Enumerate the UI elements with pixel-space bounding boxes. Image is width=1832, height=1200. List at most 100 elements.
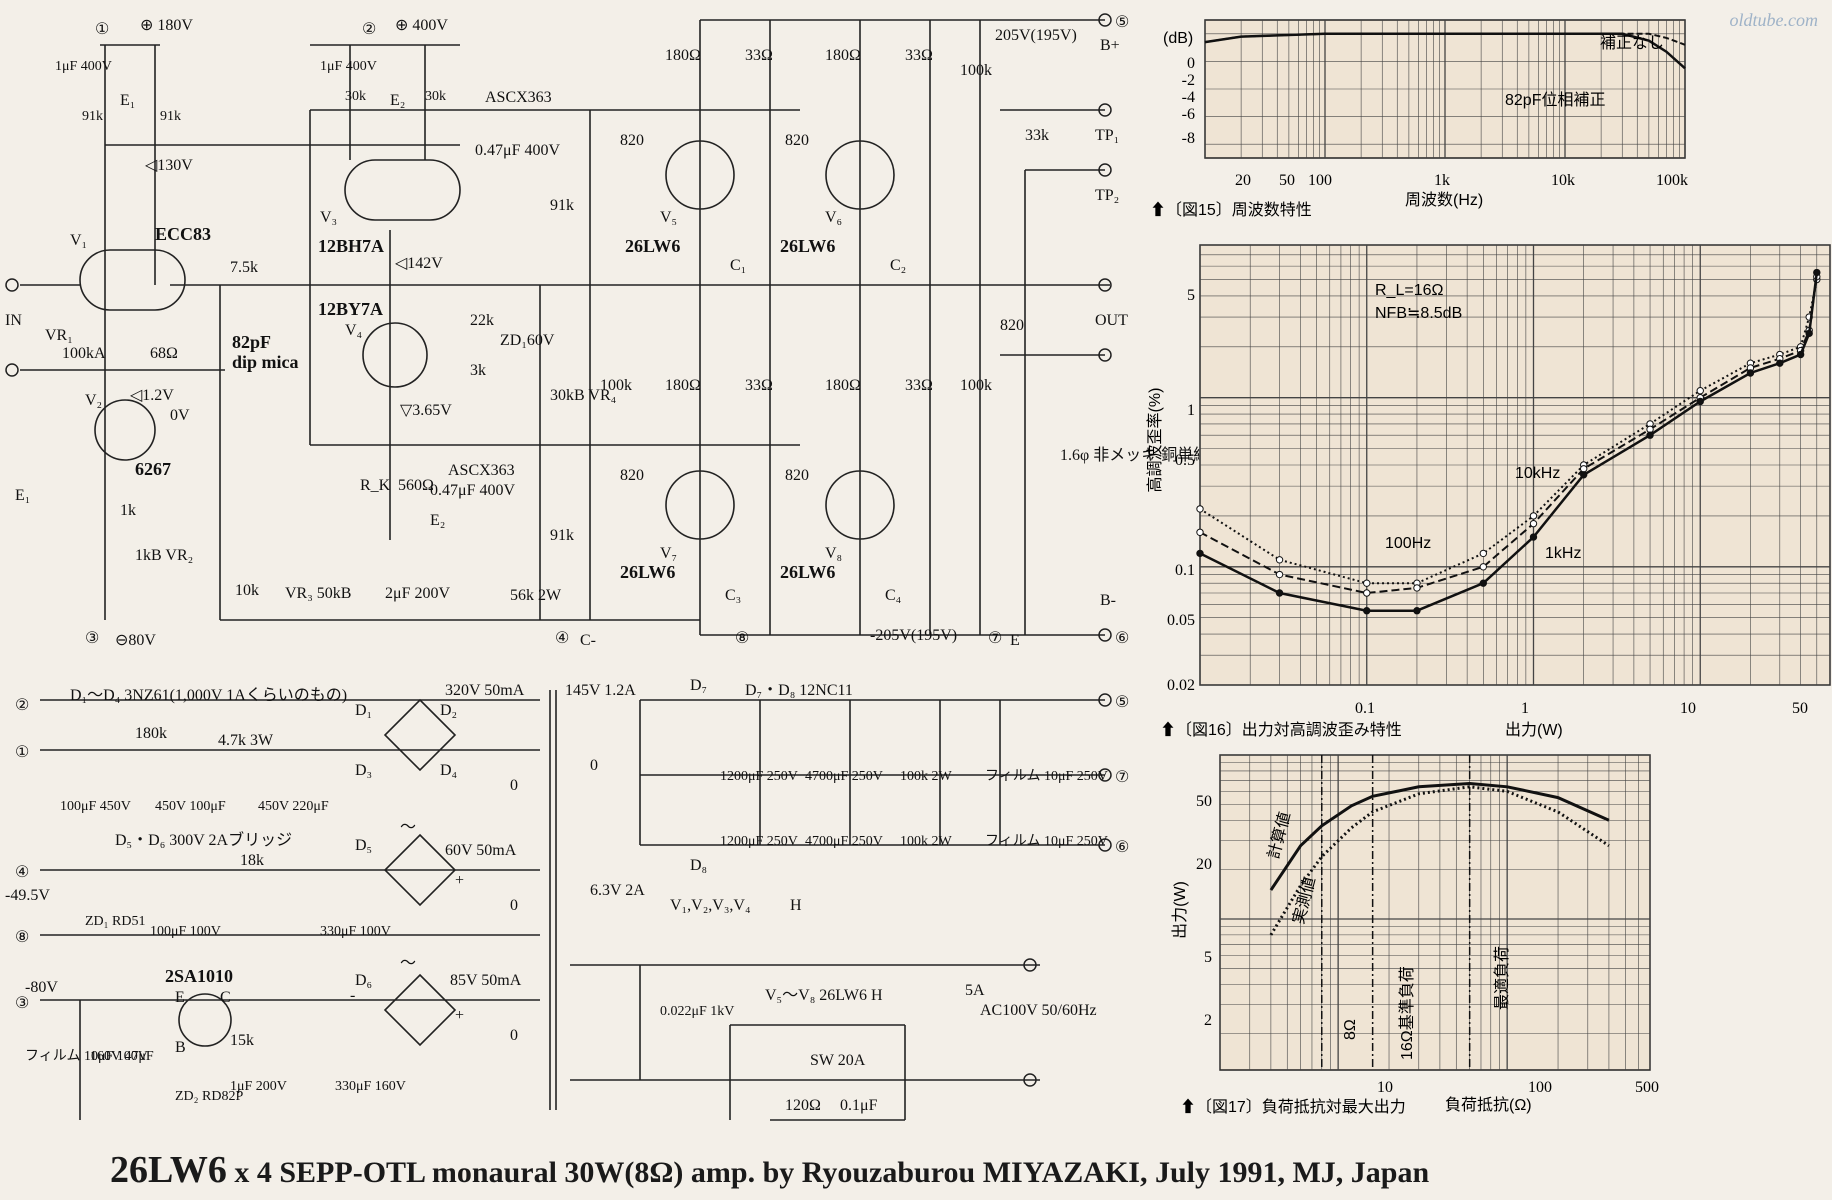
v2-name: V₂ — [85, 392, 102, 409]
psu-c330b: 330μF 160V — [335, 1079, 406, 1094]
psu-heaters: V₁,V₂,V₃,V₄ — [670, 897, 751, 914]
psu-c100: 100μF 450V — [60, 799, 131, 814]
r75k: 7.5k — [230, 259, 258, 276]
rail-c: C- — [580, 632, 596, 649]
r180c: 180Ω — [665, 377, 701, 394]
psu-r120: 120Ω — [785, 1097, 821, 1114]
psu-tilde-a: ～ — [400, 819, 416, 836]
c1uf-b: 1μF 400V — [320, 59, 377, 74]
r91k-c: 91k — [550, 197, 574, 214]
v-m205: -205V(195V) — [870, 627, 957, 644]
label-e2-top: E₂ — [390, 92, 405, 109]
psu-d5: D₅ — [355, 837, 372, 854]
c2uf: 2μF 200V — [385, 585, 450, 602]
v1-type: ECC83 — [155, 224, 211, 244]
psu-b: B — [175, 1039, 186, 1056]
psu-e: E — [175, 989, 185, 1006]
r820d: 820 — [785, 467, 809, 484]
caption-text: x 4 SEPP-OTL monaural 30W(8Ω) amp. by Ry… — [226, 1156, 1430, 1189]
psu-d1: D₁ — [355, 702, 372, 719]
psu-terminal-8: ⑧ — [15, 929, 29, 946]
r33k: 33k — [1025, 127, 1049, 144]
psu-zero-d: 0 — [590, 757, 598, 774]
rail-e: E — [1010, 632, 1020, 649]
psu-m80: -80V — [25, 979, 58, 996]
psu-c1u: 1μF 200V — [230, 1079, 287, 1094]
psu-d3: D₃ — [355, 762, 372, 779]
psu-d4: D₄ — [440, 762, 458, 779]
terminal-6: ⑥ — [1115, 630, 1129, 647]
psu-tilde-b: ～ — [400, 955, 416, 972]
psu-c: C — [220, 989, 231, 1006]
r180a: 180Ω — [665, 47, 701, 64]
r56k: 56k 2W — [510, 587, 562, 604]
label-e2: E₂ — [430, 512, 445, 529]
terminal-1: ① — [95, 21, 109, 38]
c1uf-a: 1μF 400V — [55, 59, 112, 74]
psu-d8: D₈ — [690, 857, 707, 874]
rail-180v: ⊕ 180V — [140, 17, 193, 34]
c2: C₂ — [890, 257, 906, 274]
psu-c01: 0.1μF — [840, 1097, 878, 1114]
psu-cfilm: フィルム 10μF 100V — [25, 1049, 148, 1064]
label-tp1: TP₁ — [1095, 127, 1119, 144]
psu-fuse: 5A — [965, 982, 985, 999]
r100k-a: 100k — [600, 377, 632, 394]
psu-320v: 320V 50mA — [445, 682, 525, 699]
wire-note: 1.6φ 非メッキ 銅単線 — [1060, 446, 1209, 464]
v-142: ◁142V — [395, 255, 443, 272]
v7-type: 26LW6 — [620, 562, 675, 582]
psu-terminal-5: ⑤ — [1115, 694, 1129, 711]
psu-transistor: 2SA1010 — [165, 966, 233, 986]
c82pf: 82pF — [232, 332, 271, 352]
r560: 560Ω — [398, 477, 434, 494]
psu-film-a: フィルム 10μF 250V — [985, 769, 1108, 784]
label-tp2: TP₂ — [1095, 187, 1119, 204]
psu-sw: SW 20A — [810, 1052, 866, 1069]
r33d: 33Ω — [905, 377, 933, 394]
vr2: 1kB VR₂ — [135, 547, 193, 564]
psu-zd2: ZD₂ RD82P — [175, 1089, 243, 1104]
r820e: 820 — [1000, 317, 1024, 334]
r820b: 820 — [785, 132, 809, 149]
label-in: IN — [5, 312, 22, 329]
psu-r100k2w-a: 100k 2W — [900, 769, 953, 784]
rail-m80v: ⊖80V — [115, 632, 156, 649]
r180d: 180Ω — [825, 377, 861, 394]
r820c: 820 — [620, 467, 644, 484]
terminal-4: ④ — [555, 630, 569, 647]
v3-name: V₃ — [320, 209, 337, 226]
psu-d78: D₇・D₈ 12NC11 — [745, 682, 853, 699]
psu-145v: 145V 1.2A — [565, 682, 636, 699]
asc1: ASCX363 — [485, 89, 552, 106]
v2-type: 6267 — [135, 459, 171, 479]
terminal-3: ③ — [85, 630, 99, 647]
r91k-b: 91k — [160, 109, 181, 124]
psu-r180k: 180k — [135, 725, 167, 742]
psu-minus: - — [350, 987, 355, 1004]
c4: C₄ — [885, 587, 902, 604]
psu-film-b: フィルム 10μF 250V — [985, 834, 1108, 849]
psu-r100k2w-b: 100k 2W — [900, 834, 953, 849]
psu-ac: AC100V 50/60Hz — [980, 1002, 1097, 1019]
v6-name: V₆ — [825, 209, 842, 226]
psu-zero-c: 0 — [510, 1027, 518, 1044]
r22k: 22k — [470, 312, 494, 329]
r91k-d: 91k — [550, 527, 574, 544]
psu-r18k: 18k — [240, 852, 264, 869]
c1: C₁ — [730, 257, 746, 274]
psu-m49: -49.5V — [5, 887, 50, 904]
psu-terminal-7: ⑦ — [1115, 769, 1129, 786]
label-e1-top: E₁ — [120, 92, 135, 109]
psu-plus-a: + — [455, 872, 464, 889]
psu-c100b: 450V 100μF — [155, 799, 226, 814]
r10k: 10k — [235, 582, 259, 599]
r180b: 180Ω — [825, 47, 861, 64]
r91k-a: 91k — [82, 109, 103, 124]
v8-type: 26LW6 — [780, 562, 835, 582]
v-130: ◁130V — [145, 157, 193, 174]
v-0: 0V — [170, 407, 190, 424]
rail-400v: ⊕ 400V — [395, 17, 448, 34]
v5-type: 26LW6 — [625, 236, 680, 256]
v7-name: V₇ — [660, 545, 677, 562]
